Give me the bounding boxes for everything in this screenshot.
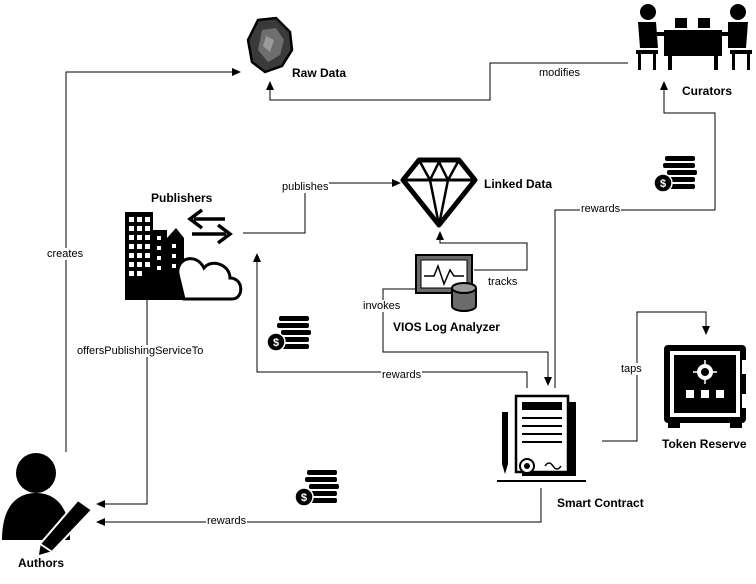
coin-stack-icon-publishers: $ bbox=[266, 316, 311, 352]
edge-label-rewards-authors: rewards bbox=[206, 515, 248, 527]
edge-taps bbox=[602, 311, 710, 442]
edge-label-offers: offersPublishingServiceTo bbox=[76, 345, 205, 357]
label-raw-data: Raw Data bbox=[292, 66, 347, 80]
edge-publishes bbox=[243, 179, 401, 234]
coin-stack-icon-authors: $ bbox=[294, 470, 339, 507]
edge-label-rewards-publishers: rewards bbox=[381, 369, 423, 381]
label-linked-data: Linked Data bbox=[484, 177, 553, 191]
edge-label-invokes: invokes bbox=[362, 300, 402, 312]
diamond-icon bbox=[400, 157, 478, 228]
edge-offers bbox=[96, 300, 148, 508]
label-smart-contract: Smart Contract bbox=[557, 496, 644, 510]
coin-stack-icon-curators: $ bbox=[653, 156, 697, 193]
monitor-database-icon bbox=[415, 254, 477, 312]
rock-icon bbox=[246, 16, 294, 74]
svg-text:$: $ bbox=[660, 178, 666, 190]
edge-invokes bbox=[382, 288, 552, 386]
label-publishers: Publishers bbox=[151, 191, 213, 205]
label-vios-log-analyzer: VIOS Log Analyzer bbox=[393, 320, 500, 334]
edge-label-creates: creates bbox=[46, 248, 85, 260]
edge-label-tracks: tracks bbox=[487, 276, 519, 288]
edge-modifies bbox=[266, 62, 628, 101]
svg-text:$: $ bbox=[301, 492, 307, 504]
contract-document-icon bbox=[497, 394, 586, 482]
edge-rewards-curators bbox=[554, 81, 716, 388]
label-curators: Curators bbox=[682, 84, 733, 98]
edge-label-publishes: publishes bbox=[281, 181, 330, 193]
label-token-reserve: Token Reserve bbox=[662, 437, 747, 451]
edge-creates bbox=[65, 68, 241, 452]
edge-label-taps: taps bbox=[620, 363, 643, 375]
city-cloud-icon bbox=[125, 212, 243, 301]
label-authors: Authors bbox=[18, 556, 64, 570]
people-at-desks-icon bbox=[636, 4, 752, 70]
edge-tracks bbox=[436, 231, 528, 271]
safe-icon bbox=[664, 345, 746, 428]
exchange-arrows-icon bbox=[187, 208, 233, 245]
edge-label-modifies: modifies bbox=[538, 67, 581, 79]
svg-text:$: $ bbox=[273, 337, 279, 349]
edge-label-rewards-curators: rewards bbox=[580, 203, 622, 215]
writer-icon bbox=[2, 453, 94, 558]
